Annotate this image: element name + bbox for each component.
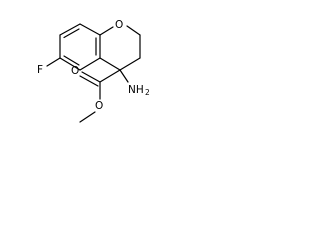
carbonyl-oxygen-label: O — [71, 65, 79, 77]
bond-c5-c4a — [79, 57, 101, 71]
bond-ester-o-methyl — [79, 111, 96, 123]
bond-c4-c4a — [99, 57, 121, 71]
chemical-structure-diagram: O F NH 2 O O — [37, 19, 150, 123]
double-bond-carbonyl-b — [79, 75, 99, 87]
substituents — [46, 57, 129, 123]
bond-o1-c2 — [126, 25, 141, 36]
bond-c3-c4 — [119, 57, 141, 71]
bond-c4-carbonyl — [99, 69, 121, 83]
ester-oxygen-label: O — [95, 100, 103, 112]
double-bond-c8-c7 — [63, 28, 80, 39]
bond-c8-c7 — [59, 23, 81, 36]
bond-c4-n — [119, 69, 129, 83]
bond-c8a-o1 — [99, 26, 114, 36]
bond-c6-c5 — [59, 57, 81, 71]
pyran-ring — [99, 25, 141, 71]
double-bond-c6-c5 — [63, 55, 80, 66]
fluorine-label: F — [37, 64, 43, 76]
amine-subscript-label: 2 — [145, 88, 150, 97]
bond-c6-f — [46, 57, 61, 67]
amine-label: NH — [128, 84, 144, 96]
ring-oxygen-label: O — [115, 19, 123, 31]
bond-c8a-c8 — [79, 23, 101, 36]
benzene-ring — [59, 23, 101, 71]
double-bond-carbonyl-a — [81, 71, 101, 83]
